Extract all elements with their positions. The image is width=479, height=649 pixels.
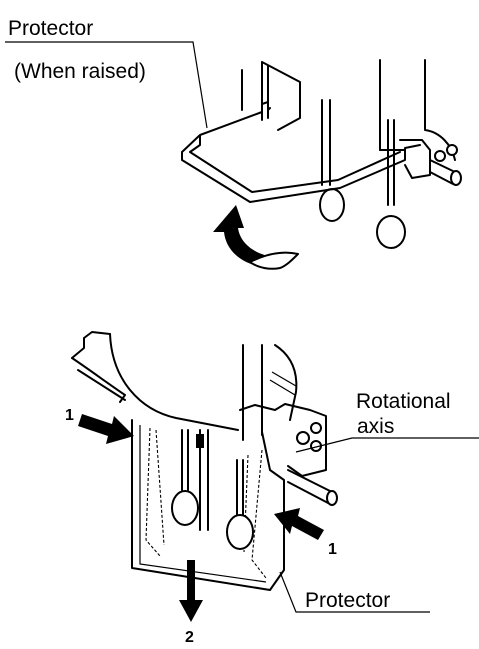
- bottom-illustration: [71, 331, 479, 622]
- protector-panel-lowered: [131, 419, 285, 591]
- step-1-right: 1: [328, 541, 337, 558]
- step-2: 2: [185, 629, 194, 646]
- pull-arrow-down-icon: [179, 560, 203, 622]
- protector-frame-raised: [181, 101, 421, 203]
- protector-bottom-leader: [279, 571, 430, 613]
- label-protector-bottom: Protector: [305, 589, 390, 612]
- label-rotational: Rotational: [356, 390, 451, 413]
- rotational-axis-leader: [295, 437, 479, 453]
- label-protector-top: Protector: [8, 17, 93, 40]
- label-axis: axis: [357, 415, 394, 438]
- label-when-raised: (When raised): [14, 60, 146, 83]
- push-arrow-left-icon: [78, 414, 134, 444]
- push-arrow-right-icon: [274, 508, 324, 540]
- raise-arrow-tail: [249, 251, 299, 270]
- top-illustration: [5, 41, 462, 270]
- step-1-left: 1: [65, 407, 74, 424]
- raise-arrow-icon: [213, 205, 268, 266]
- protector-top-leader: [5, 41, 208, 129]
